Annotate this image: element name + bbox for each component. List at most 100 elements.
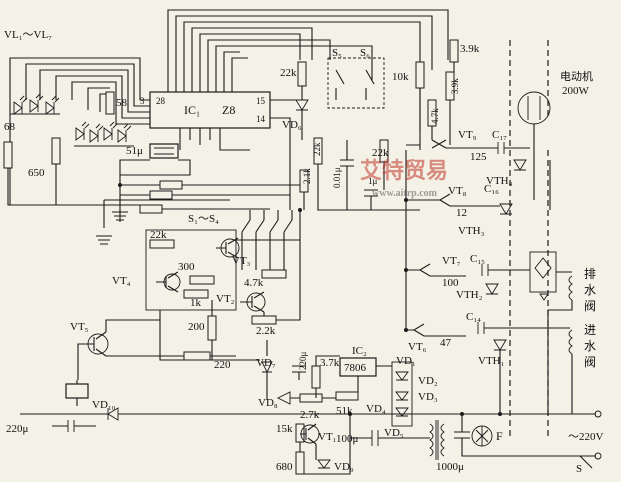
resistor-220: [183, 351, 211, 361]
diode-vd6: [295, 99, 309, 111]
inlet-valve-coil: [568, 329, 573, 355]
led-return-wire: [7, 164, 160, 206]
transistor-vt4-symbol: [156, 271, 179, 293]
resistor-4-7k-b-label: 4.7k: [244, 277, 264, 289]
cap-1u-label: 1μ: [368, 176, 378, 186]
cap-51u-label: 51μ: [126, 145, 143, 157]
ic1-pin14: 14: [256, 114, 266, 124]
ic1-pin15: 15: [256, 96, 266, 106]
vt6-label: VT₆: [408, 341, 427, 353]
diode-vd9-label: VD₉: [334, 461, 354, 473]
mains-terminal-top: [594, 410, 602, 418]
vt1-wires: [299, 414, 351, 475]
cap-220u-a-label: 220μ: [6, 423, 29, 435]
cap-c14: [477, 322, 485, 334]
ic1-right-wires: [270, 86, 303, 210]
resistor-15k-label: 15k: [276, 423, 293, 435]
ic2-wires: [357, 365, 392, 392]
fuse-label: F: [496, 429, 503, 443]
thyristor-vth4: [513, 159, 527, 171]
drain-valve-label-3: 阀: [584, 299, 596, 313]
switch-s6-label: S₆: [360, 47, 370, 59]
resistor-22k-v-label: 22k: [312, 142, 322, 156]
resistor-22k-top-label: 22k: [280, 67, 297, 79]
cap-100u: [371, 430, 379, 446]
vt4-label: VT₄: [112, 275, 131, 287]
mains-switch[interactable]: [579, 455, 593, 469]
resistor-22k-b-label: 22k: [150, 229, 167, 241]
motor-symbol: [517, 91, 551, 125]
transistor-vt5-symbol: [77, 331, 107, 380]
cap-0-01u-label: 0.01μ: [332, 167, 342, 188]
ic1-name: IC₁: [184, 103, 200, 117]
transformer: [429, 420, 445, 460]
vt2-wires: [159, 210, 301, 361]
resistor-1k-label: 1k: [190, 297, 202, 309]
switch-s1-s4[interactable]: [241, 210, 293, 270]
transistor-vt1-symbol: [300, 423, 317, 445]
resistor-2-7k-label: 2.7k: [300, 409, 320, 421]
resistor-68-label: 68: [4, 121, 16, 133]
motor-wires: [533, 124, 551, 210]
resistor-58-label: 58: [116, 97, 128, 109]
resistor-12-label: 12: [456, 207, 467, 219]
vt5-wires: [105, 319, 184, 357]
bridge-rectifier: [391, 361, 413, 427]
led-array: [10, 93, 134, 147]
diode-vd1-label: VD₁: [396, 355, 416, 367]
switch-s1-s4-label: S₁～S₄: [188, 213, 219, 225]
buzzer: [65, 383, 89, 399]
mid-bank-wires: [303, 140, 420, 211]
mains-terminal-label: S: [576, 463, 582, 475]
cap-1000u-wire: [461, 414, 500, 457]
resistor-125-label: 125: [470, 151, 487, 163]
diode-vd10-label: VD₁₀: [92, 399, 116, 411]
cap-0-01u: [340, 159, 354, 167]
switch-s5-s6-contacts[interactable]: [335, 69, 375, 100]
vt1-label: VT₁: [318, 431, 337, 443]
vth4-label: VTH₄: [486, 175, 513, 187]
crystal-wires: [119, 159, 191, 222]
vth3-label: VTH₃: [458, 225, 485, 237]
vt8-wires: [406, 193, 500, 207]
inlet-valve-label-2: 水: [584, 339, 596, 353]
driver-bus: [405, 144, 420, 330]
ic2-type: 7806: [344, 362, 367, 374]
thyristor-vth2: [485, 283, 499, 295]
inlet-valve-label-1: 进: [584, 323, 596, 337]
thyristor-vth1: [493, 339, 507, 351]
cap-c15: [481, 264, 489, 276]
cap-1000u: [454, 431, 470, 439]
diode-vd8: [276, 391, 291, 405]
resistor-200-label: 200: [188, 321, 205, 333]
cap-220u-b-label: 220μ: [298, 352, 308, 371]
resistor-3-9k-b-label: 3.9k: [450, 78, 460, 94]
ic1-pin3: 3: [140, 96, 145, 106]
transistor-vt2-symbol: [240, 291, 265, 313]
vth2-label: VTH₂: [456, 289, 483, 301]
cap-220u-a: [67, 420, 75, 432]
cap-c17: [497, 142, 505, 154]
transistor-vt3-symbol: [216, 237, 239, 259]
crystal: [149, 143, 179, 159]
resistor-650-label: 650: [28, 167, 45, 179]
vth1-label: VTH₁: [478, 355, 505, 367]
drain-valve-coil: [568, 275, 573, 301]
diode-vd6-label: VD₆: [282, 119, 302, 131]
vt9-label: VT₉: [458, 129, 477, 141]
cap-c16-label: C₁₆: [484, 183, 499, 195]
resistor-connections: [419, 62, 455, 150]
diode-vd9: [317, 459, 331, 469]
diode-vd7-label: VD₇: [256, 357, 276, 369]
resistor-300: [189, 275, 215, 285]
resistor-650: [51, 137, 61, 165]
resistor-3-7k-label: 3.7k: [320, 357, 340, 369]
resistor-680: [295, 451, 305, 475]
resistor-68: [3, 141, 13, 169]
resistor-22k-top: [297, 61, 307, 87]
vd7-wires: [266, 340, 300, 400]
drain-valve-label-1: 排: [584, 267, 596, 281]
resistor-200: [207, 315, 217, 341]
vt8-label: VT₈: [448, 185, 467, 197]
